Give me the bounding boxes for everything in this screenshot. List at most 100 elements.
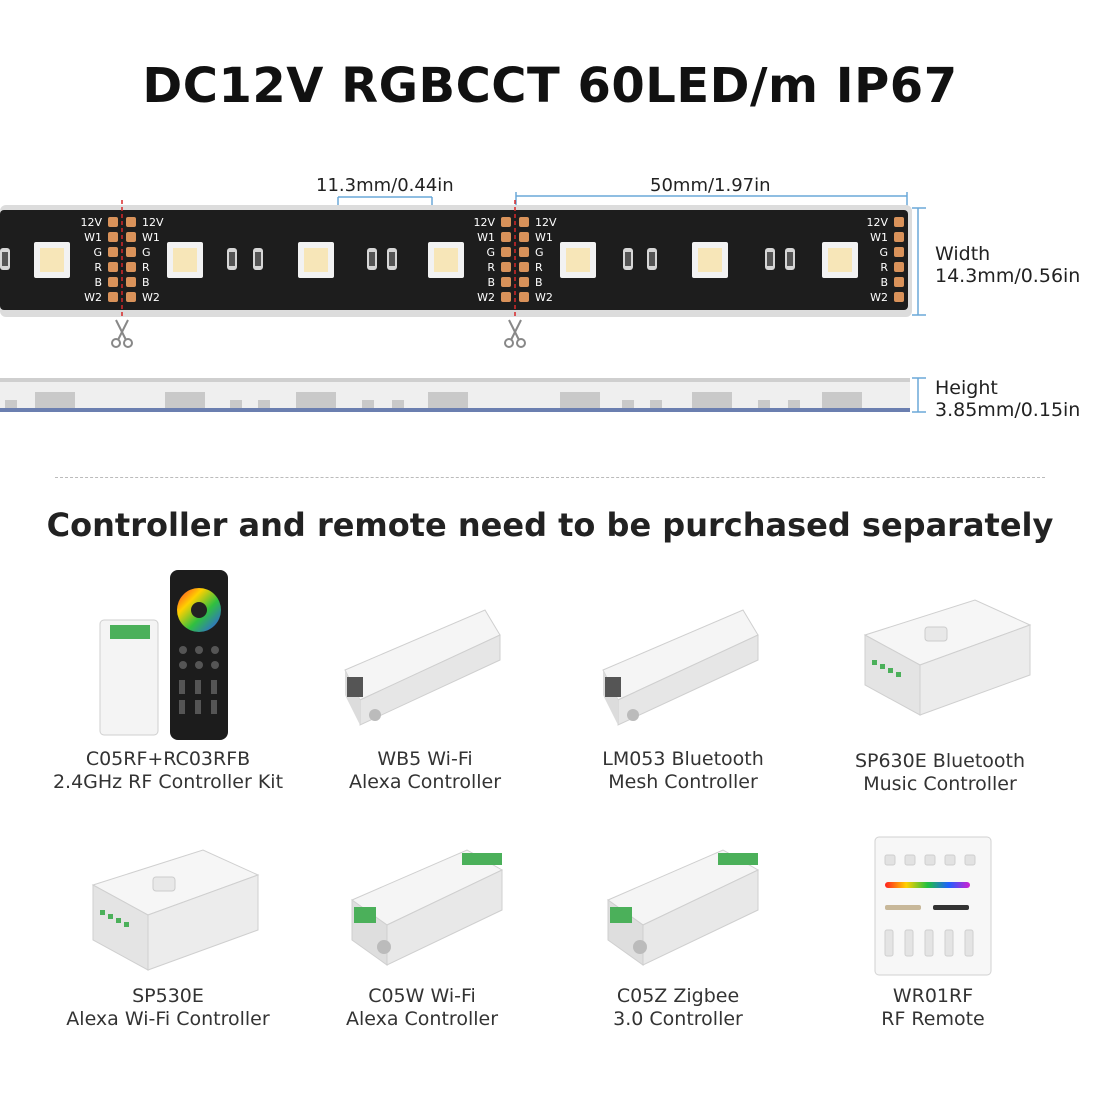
lm053-controller-image — [602, 609, 759, 726]
c05w-controller-image — [350, 849, 504, 966]
product-wr01rf: WR01RF RF Remote — [803, 825, 1063, 1045]
pad-label: W1 — [870, 231, 888, 244]
wb5-controller-image — [344, 609, 501, 726]
resistor-body — [255, 252, 261, 266]
led-profile — [35, 392, 75, 408]
resistor-profile — [392, 400, 404, 408]
section-subtitle: Controller and remote need to be purchas… — [46, 506, 1054, 544]
solder-pad — [108, 292, 118, 302]
pad-label: W2 — [477, 291, 495, 304]
product-desc: Alexa Wi-Fi Controller — [66, 1008, 270, 1030]
pad-label: 12V — [142, 216, 164, 229]
solder-pad — [519, 217, 529, 227]
pad-label: 12V — [866, 216, 888, 229]
product-name: SP530E — [132, 985, 204, 1007]
solder-pad — [894, 217, 904, 227]
pad-label: G — [142, 246, 151, 259]
pad-label: W1 — [535, 231, 553, 244]
pad-label: B — [487, 276, 495, 289]
pad-label: R — [535, 261, 543, 274]
led-lens — [566, 248, 590, 272]
resistor-body — [2, 252, 8, 266]
product-name: C05RF+RC03RFB — [85, 748, 251, 770]
solder-pad — [894, 247, 904, 257]
led-lens — [173, 248, 197, 272]
product-name: WR01RF — [892, 985, 974, 1007]
solder-pad — [126, 217, 136, 227]
product-desc: Alexa Controller — [348, 771, 502, 793]
resistor-body — [229, 252, 235, 266]
led-lens — [434, 248, 458, 272]
resistor-profile — [788, 400, 800, 408]
pad-label: W2 — [535, 291, 553, 304]
product-c05rf-kit: C05RF+RC03RFB 2.4GHz RF Controller Kit — [38, 565, 298, 793]
product-desc: RF Remote — [881, 1008, 985, 1030]
solder-pad — [519, 262, 529, 272]
product-sp530e: SP530E Alexa Wi-Fi Controller — [38, 825, 298, 1045]
led-strip-side-view — [0, 377, 926, 413]
solder-pad — [126, 262, 136, 272]
product-c05z: C05Z Zigbee 3.0 Controller — [548, 825, 808, 1045]
led-profile — [165, 392, 205, 408]
solder-pad — [108, 277, 118, 287]
led-gap-dimension: 11.3mm/0.44in — [316, 175, 454, 196]
pad-label: B — [880, 276, 888, 289]
pad-label: G — [486, 246, 495, 259]
pad-label: W1 — [477, 231, 495, 244]
product-name: LM053 Bluetooth — [602, 748, 764, 770]
resistor-body — [787, 252, 793, 266]
pad-label: G — [93, 246, 102, 259]
pad-label: 12V — [535, 216, 557, 229]
height-label: Height — [935, 377, 998, 399]
product-sp630e: SP630E Bluetooth Music Controller — [810, 565, 1070, 795]
resistor-profile — [230, 400, 242, 408]
led-profile — [692, 392, 732, 408]
solder-pad — [108, 262, 118, 272]
height-value: 3.85mm/0.15in — [935, 399, 1081, 421]
product-desc: 2.4GHz RF Controller Kit — [52, 771, 284, 793]
product-name: C05Z Zigbee — [616, 985, 740, 1007]
solder-pad — [501, 277, 511, 287]
pad-label: G — [535, 246, 544, 259]
resistor-profile — [622, 400, 634, 408]
solder-pad — [108, 217, 118, 227]
solder-pad — [126, 232, 136, 242]
sp530e-controller-image — [91, 849, 260, 971]
solder-pad — [501, 247, 511, 257]
led-lens — [304, 248, 328, 272]
solder-pad — [894, 277, 904, 287]
solder-pad — [108, 247, 118, 257]
pad-label: B — [535, 276, 543, 289]
scissors-icon — [504, 319, 526, 348]
pad-label: R — [94, 261, 102, 274]
sp630e-controller-image — [863, 599, 1032, 716]
product-name: WB5 Wi-Fi — [377, 748, 473, 770]
led-profile — [296, 392, 336, 408]
solder-pad — [501, 292, 511, 302]
solder-pad — [519, 232, 529, 242]
solder-pad — [126, 292, 136, 302]
solder-pad — [519, 277, 529, 287]
pad-label: W1 — [84, 231, 102, 244]
pad-label: 12V — [473, 216, 495, 229]
led-lens — [698, 248, 722, 272]
resistor-body — [369, 252, 375, 266]
led-profile — [822, 392, 862, 408]
solder-pad — [894, 262, 904, 272]
product-desc: Mesh Controller — [608, 771, 758, 793]
product-name: SP630E Bluetooth — [854, 750, 1026, 772]
resistor-profile — [5, 400, 17, 408]
solder-pad — [126, 277, 136, 287]
wr01rf-remote-image — [874, 836, 992, 976]
resistor-body — [625, 252, 631, 266]
led-lens — [40, 248, 64, 272]
solder-pad — [501, 232, 511, 242]
solder-pad — [894, 232, 904, 242]
product-desc: 3.0 Controller — [613, 1008, 743, 1030]
solder-pad — [108, 232, 118, 242]
pad-label: R — [487, 261, 495, 274]
pad-label: R — [880, 261, 888, 274]
product-name: C05W Wi-Fi — [368, 985, 476, 1007]
section-divider — [55, 477, 1045, 478]
pad-label: 12V — [80, 216, 102, 229]
